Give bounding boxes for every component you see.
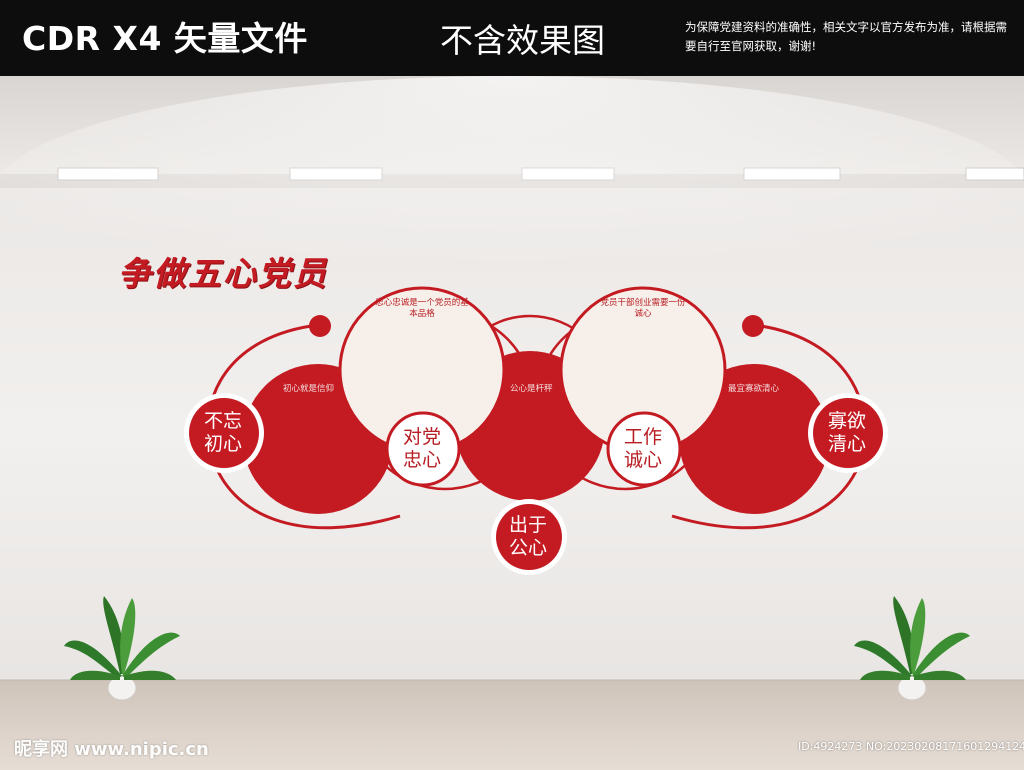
badge-3-line2: 公心 <box>509 537 548 559</box>
big-red-circles <box>243 351 829 514</box>
accent-dots <box>309 315 764 337</box>
notice-label: 不含效果图 <box>440 21 605 60</box>
format-label: CDR X4 矢量文件 <box>22 19 308 58</box>
badge-1-text: 不忘 初心 <box>204 410 242 456</box>
room-illustration <box>0 76 1024 770</box>
badge-circles <box>184 393 888 575</box>
badge-2-text: 对党 忠心 <box>403 426 441 472</box>
badge-1-line2: 初心 <box>204 433 243 455</box>
wall-title: 争做五心党员 <box>118 254 328 293</box>
badge-4-text: 工作 诚心 <box>624 426 662 472</box>
caption-circle-3: 公心是杆秤 <box>510 384 553 394</box>
badge-3-line1: 出于 <box>509 514 548 536</box>
floor <box>0 680 1024 770</box>
disclaimer-text: 为保障党建资料的准确性，相关文字以官方发布为准，请根据需要自行至官网获取，谢谢! <box>685 20 1007 53</box>
caption-circle-4: 党员干部创业需要一份诚心 <box>600 298 686 319</box>
site-watermark: 昵享网 www.nipic.cn <box>14 739 209 760</box>
caption-circle-5: 最宜寡欲清心 <box>728 384 780 394</box>
badge-5-text: 寡欲 清心 <box>828 410 866 456</box>
caption-circle-2: 忠心忠诚是一个党员的基本品格 <box>375 298 469 319</box>
badge-2-line1: 对党 <box>403 426 442 448</box>
badge-1-line1: 不忘 <box>204 410 243 432</box>
badge-5-line2: 清心 <box>828 433 867 455</box>
caption-circle-1: 初心就是信仰 <box>283 384 335 394</box>
badge-2-line2: 忠心 <box>403 449 442 471</box>
badge-4-line1: 工作 <box>624 426 663 448</box>
badge-5-line1: 寡欲 <box>828 410 867 432</box>
id-watermark: ID:4924273 NO:20230208171601294124 <box>798 740 1024 753</box>
room-scene <box>0 76 1024 770</box>
top-banner: CDR X4 矢量文件 不含效果图 为保障党建资料的准确性，相关文字以官方发布为… <box>0 0 1024 76</box>
badge-3-text: 出于 公心 <box>509 514 547 560</box>
badge-4-line2: 诚心 <box>624 449 663 471</box>
potted-plant-right <box>854 596 970 701</box>
potted-plant-left <box>64 596 180 701</box>
